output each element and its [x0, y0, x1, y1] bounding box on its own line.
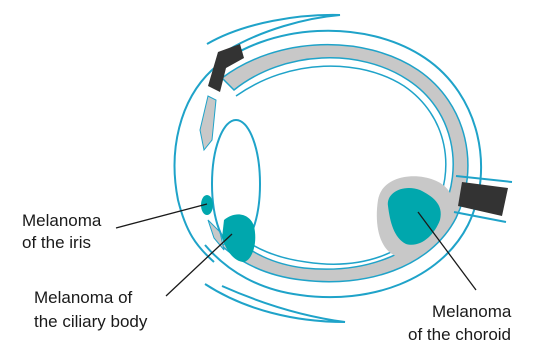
- ciliary-body-label-line2: the ciliary body: [34, 312, 148, 331]
- iris-label: Melanoma of the iris: [22, 211, 106, 252]
- choroid-label: Melanoma of the choroid: [408, 302, 516, 344]
- choroid-label-line1: Melanoma: [432, 302, 512, 321]
- iris-label-line2: of the iris: [22, 233, 91, 252]
- iris-label-line1: Melanoma: [22, 211, 102, 230]
- upper-iris: [200, 96, 216, 150]
- iris-leader-line: [116, 204, 207, 228]
- choroid-label-line2: of the choroid: [408, 325, 511, 344]
- ciliary-body-label: Melanoma of the ciliary body: [34, 288, 148, 331]
- ciliary-body-label-line1: Melanoma of: [34, 288, 133, 307]
- optic-nerve: [458, 182, 508, 216]
